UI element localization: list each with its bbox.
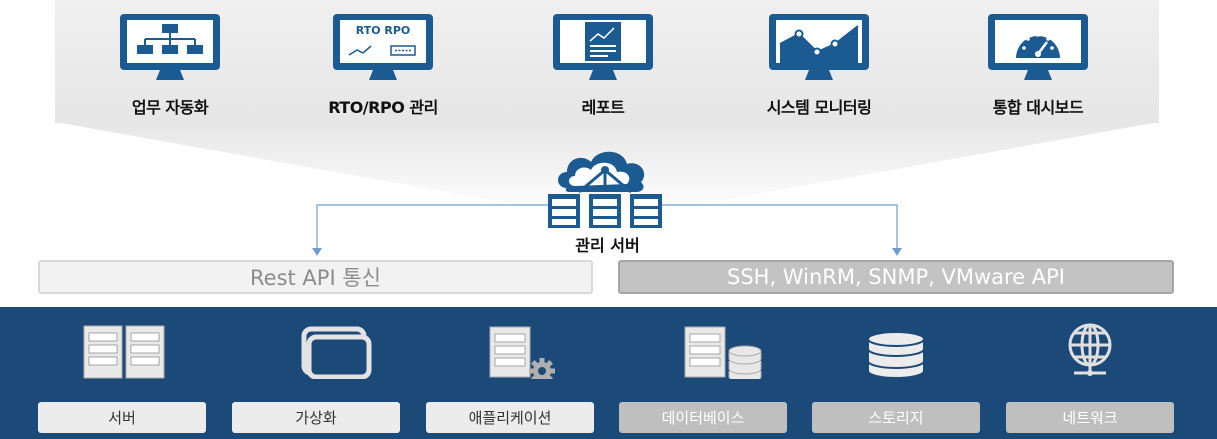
resource-label: 서버 (38, 402, 206, 433)
managed-resources-panel: 서버 가상화 애플리케이션 (0, 307, 1217, 439)
module-label: 업무 자동화 (131, 98, 209, 117)
module-label: RTO/RPO 관리 (328, 98, 438, 117)
virtualization-icon (301, 326, 372, 379)
rest-api-bar: Rest API 통신 (38, 260, 593, 294)
agentless-protocols-bar: SSH, WinRM, SNMP, VMware API (618, 260, 1174, 294)
screen-text: RTO RPO (356, 24, 411, 37)
cloud-server-icon (548, 151, 662, 228)
resource-database[interactable]: 데이터베이스 (619, 319, 787, 433)
gauge-monitor-icon (988, 14, 1088, 80)
module-integrated-dashboard[interactable]: 통합 대시보드 (938, 12, 1138, 118)
database-server-icon (684, 326, 762, 379)
resource-label: 애플리케이션 (426, 402, 594, 433)
application-gear-icon (489, 326, 555, 379)
module-label: 통합 대시보드 (992, 98, 1084, 117)
agentless-protocols-label: SSH, WinRM, SNMP, VMware API (727, 265, 1065, 289)
workflow-monitor-icon (120, 14, 220, 80)
storage-icon (867, 331, 925, 379)
module-rto-rpo[interactable]: RTO RPO RTO/RPO 관리 (283, 12, 483, 118)
server-rack-group (548, 194, 662, 228)
module-label: 레포트 (581, 98, 625, 117)
rto-rpo-monitor-icon: RTO RPO (333, 14, 433, 80)
rest-api-label: Rest API 통신 (250, 266, 381, 290)
network-globe-icon (1068, 323, 1112, 376)
resource-server[interactable]: 서버 (38, 319, 206, 433)
resource-label: 가상화 (232, 402, 400, 433)
resource-virtualization[interactable]: 가상화 (232, 319, 400, 433)
report-monitor-icon (553, 14, 653, 80)
module-workflow-automation[interactable]: 업무 자동화 (70, 12, 270, 118)
resource-label: 네트워크 (1006, 402, 1174, 433)
connector-lines (316, 204, 898, 250)
module-report[interactable]: 레포트 (503, 12, 703, 118)
server-icon (83, 325, 165, 379)
resource-storage[interactable]: 스토리지 (812, 319, 980, 433)
module-system-monitoring[interactable]: 시스템 모니터링 (719, 12, 919, 118)
management-server-label: 관리 서버 (575, 236, 640, 255)
module-label: 시스템 모니터링 (766, 98, 872, 117)
resource-application[interactable]: 애플리케이션 (426, 319, 594, 433)
line-chart-monitor-icon (769, 14, 869, 80)
resource-network[interactable]: 네트워크 (1006, 319, 1174, 433)
resource-label: 스토리지 (812, 402, 980, 433)
resource-label: 데이터베이스 (619, 402, 787, 433)
